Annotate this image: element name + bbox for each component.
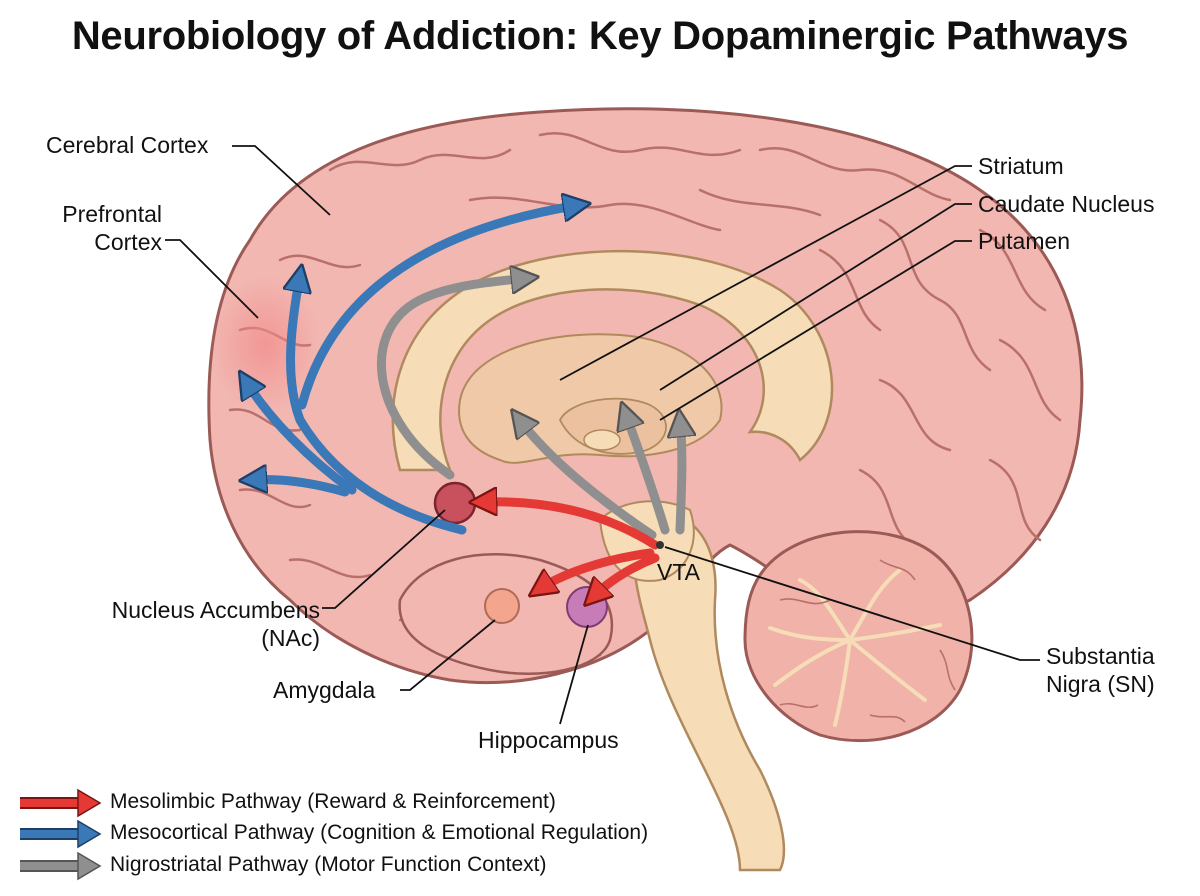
label-prefrontal-line2: Cortex — [94, 229, 162, 255]
diagram-title: Neurobiology of Addiction: Key Dopaminer… — [71, 14, 1129, 58]
legend-label-mesolimbic: Mesolimbic Pathway (Reward & Reinforceme… — [110, 790, 556, 813]
amygdala-node — [484, 588, 520, 624]
label-hippocampus: Hippocampus — [478, 727, 619, 753]
label-sn-line2: Nigra (SN) — [1046, 671, 1155, 697]
legend-arrow-nigrostriatal — [20, 851, 102, 881]
vta-point — [656, 541, 664, 549]
label-cerebral-cortex: Cerebral Cortex — [46, 132, 209, 158]
label-prefrontal-cortex: Prefrontal Cortex — [40, 200, 162, 256]
corpus-callosum — [391, 249, 834, 472]
brainstem — [632, 508, 786, 872]
mesocortical-arrows — [245, 205, 580, 535]
legend-arrow-mesocortical — [20, 819, 102, 849]
legend-arrows — [20, 788, 102, 881]
cerebellum — [743, 530, 974, 743]
label-nac-line1: Nucleus Accumbens — [111, 597, 320, 623]
mesolimbic-arrows — [480, 502, 660, 598]
label-caudate-nucleus: Caudate Nucleus — [978, 191, 1155, 217]
label-amygdala: Amygdala — [273, 677, 376, 703]
leader-lines — [165, 145, 1040, 725]
legend-label-mesocortical: Mesocortical Pathway (Cognition & Emotio… — [110, 821, 649, 844]
label-striatum: Striatum — [978, 153, 1064, 179]
thalamus-core — [583, 429, 621, 451]
label-nac-line2: (NAc) — [261, 625, 320, 651]
label-vta: VTA — [657, 559, 701, 585]
label-substantia-nigra: Substantia Nigra (SN) — [1046, 642, 1155, 698]
label-nucleus-accumbens: Nucleus Accumbens (NAc) — [40, 596, 320, 652]
nac-node — [433, 481, 477, 525]
legend-label-nigrostriatal: Nigrostriatal Pathway (Motor Function Co… — [110, 853, 547, 876]
label-sn-line1: Substantia — [1046, 643, 1155, 669]
legend-arrow-mesolimbic — [20, 788, 102, 818]
nigrostriatal-arrows — [376, 278, 681, 540]
label-prefrontal-line1: Prefrontal — [62, 201, 162, 227]
label-putamen: Putamen — [978, 228, 1071, 254]
